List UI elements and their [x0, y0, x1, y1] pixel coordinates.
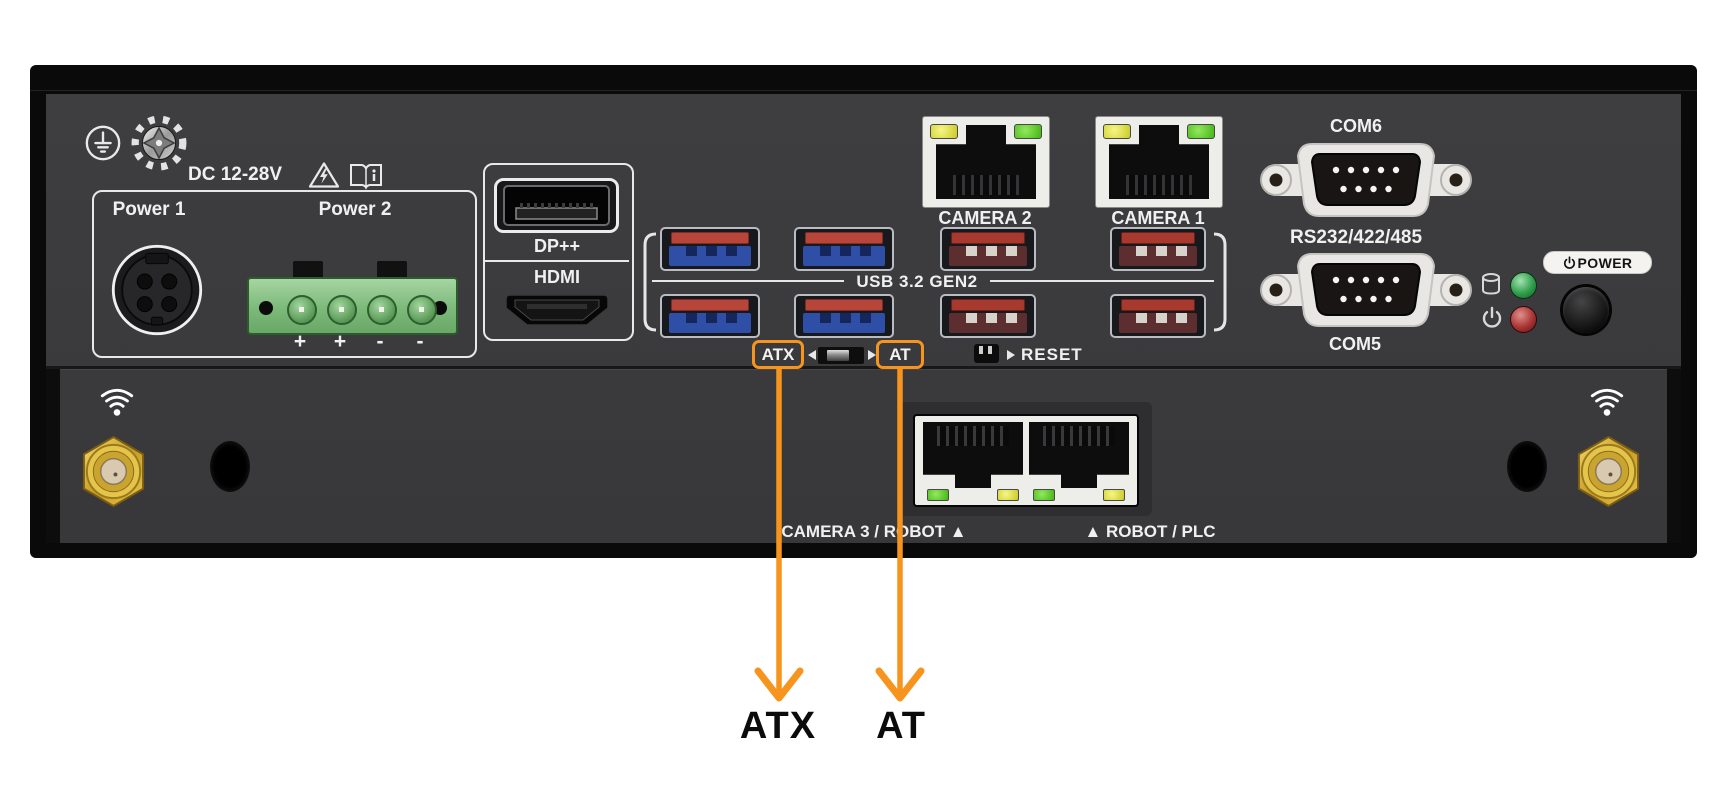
- sma-antenna-connector: [82, 435, 145, 508]
- triangle-right-icon: [868, 350, 876, 360]
- com5-label: COM5: [1328, 334, 1382, 354]
- displayport-port: [494, 178, 619, 233]
- at-callout-box: AT: [876, 340, 924, 369]
- lan-yellow-led: [1103, 124, 1131, 139]
- power-button-label-pill: POWER: [1543, 251, 1652, 274]
- read-manual-icon: [350, 164, 382, 190]
- bottom-dual-rj45: [913, 414, 1139, 507]
- camera3-robot-rj45-port: [923, 422, 1023, 503]
- polarity-label: +: [293, 330, 307, 353]
- reset-label: RESET: [1021, 345, 1083, 364]
- bezel-seam: [30, 90, 1697, 91]
- triangle-left-icon: [808, 350, 816, 360]
- terminal-tab: [293, 261, 323, 279]
- usb-port: [660, 227, 760, 271]
- hdd-led: [1510, 272, 1537, 299]
- terminal-screw: [367, 295, 397, 325]
- camera1-rj45-port: [1095, 116, 1223, 208]
- sma-antenna-connector: [1577, 435, 1640, 508]
- atx-callout-box: ATX: [752, 340, 804, 369]
- lan-green-led: [927, 489, 949, 501]
- atx-at-slide-switch: [818, 347, 864, 364]
- power2-label: Power 2: [318, 199, 392, 220]
- power-state-icon: [1482, 306, 1502, 328]
- electrical-hazard-icon: [308, 162, 340, 188]
- left-bracket-shadow: [46, 369, 60, 543]
- video-section-outline: [483, 163, 634, 341]
- power-icon: [1563, 256, 1575, 269]
- power-button: [1563, 287, 1609, 333]
- panel-seam-highlight: [46, 369, 1681, 370]
- triangle-right-icon: [1007, 350, 1015, 360]
- robot-plc-label: ▲ ROBOT / PLC: [1084, 522, 1216, 541]
- camera-usb-port: [1110, 294, 1206, 338]
- power-led: [1510, 306, 1537, 333]
- terminal-tab: [377, 261, 407, 279]
- com6-label: COM6: [1329, 116, 1383, 136]
- mount-hole: [210, 441, 250, 492]
- protective-earth-icon: [85, 125, 121, 161]
- usb-port: [660, 294, 760, 338]
- atx-silkscreen-label: ATX: [761, 344, 795, 364]
- power-section-outline: [92, 190, 477, 358]
- hdmi-label: HDMI: [534, 267, 580, 287]
- usb-group-line: [652, 280, 844, 282]
- voltage-label: DC 12-28V: [188, 164, 282, 185]
- terminal-screw: [407, 295, 437, 325]
- usb-group-label: USB 3.2 GEN2: [856, 272, 978, 291]
- polarity-label: +: [333, 330, 347, 353]
- camera2-rj45-port: [922, 116, 1050, 208]
- lan-green-led: [1033, 489, 1055, 501]
- com5-db9-connector: [1260, 253, 1472, 327]
- terminal-mount-hole: [259, 301, 273, 315]
- grounding-screw-icon: [131, 115, 187, 171]
- usb-port: [794, 227, 894, 271]
- camera2-label: CAMERA 2: [938, 208, 1032, 228]
- right-bracket-shadow: [1667, 369, 1681, 543]
- usb-group-line: [990, 280, 1214, 282]
- camera-usb-port: [940, 227, 1036, 271]
- power-button-label: POWER: [1577, 254, 1633, 271]
- camera1-label: CAMERA 1: [1111, 208, 1205, 228]
- camera-usb-port: [1110, 227, 1206, 271]
- switch-knob: [827, 350, 849, 361]
- camera3-robot-label: CAMERA 3 / ROBOT ▲: [781, 522, 967, 541]
- terminal-screw: [327, 295, 357, 325]
- at-silkscreen-label: AT: [889, 344, 911, 364]
- lan-green-led: [1187, 124, 1215, 139]
- usb-group-bracket-left: [643, 232, 657, 332]
- callout-arrow-at: [875, 368, 925, 702]
- camera-usb-port: [940, 294, 1036, 338]
- video-divider: [484, 260, 629, 262]
- power1-label: Power 1: [112, 199, 186, 220]
- panel-seam: [46, 366, 1681, 369]
- mount-hole: [1507, 441, 1547, 492]
- reset-switch: [974, 344, 999, 363]
- usb-group-bracket-right: [1213, 232, 1227, 332]
- hdmi-port: [505, 294, 609, 326]
- callout-label-atx: ATX: [739, 705, 817, 747]
- lan-yellow-led: [930, 124, 958, 139]
- lan-yellow-led: [1103, 489, 1125, 501]
- lan-yellow-led: [997, 489, 1019, 501]
- callout-arrow-atx: [754, 368, 804, 702]
- hdd-activity-icon: [1482, 273, 1500, 295]
- robot-plc-rj45-port: [1029, 422, 1129, 503]
- wifi-antenna-icon: [100, 388, 134, 416]
- usb-port: [794, 294, 894, 338]
- lan-green-led: [1014, 124, 1042, 139]
- dp-label: DP++: [533, 236, 581, 256]
- terminal-screw: [287, 295, 317, 325]
- wifi-antenna-icon: [1590, 388, 1624, 416]
- callout-label-at: AT: [876, 705, 926, 747]
- polarity-label: -: [416, 330, 424, 353]
- polarity-label: -: [376, 330, 384, 353]
- power1-din-connector: [111, 244, 203, 336]
- com6-db9-connector: [1260, 143, 1472, 217]
- serial-standard-label: RS232/422/485: [1289, 227, 1423, 248]
